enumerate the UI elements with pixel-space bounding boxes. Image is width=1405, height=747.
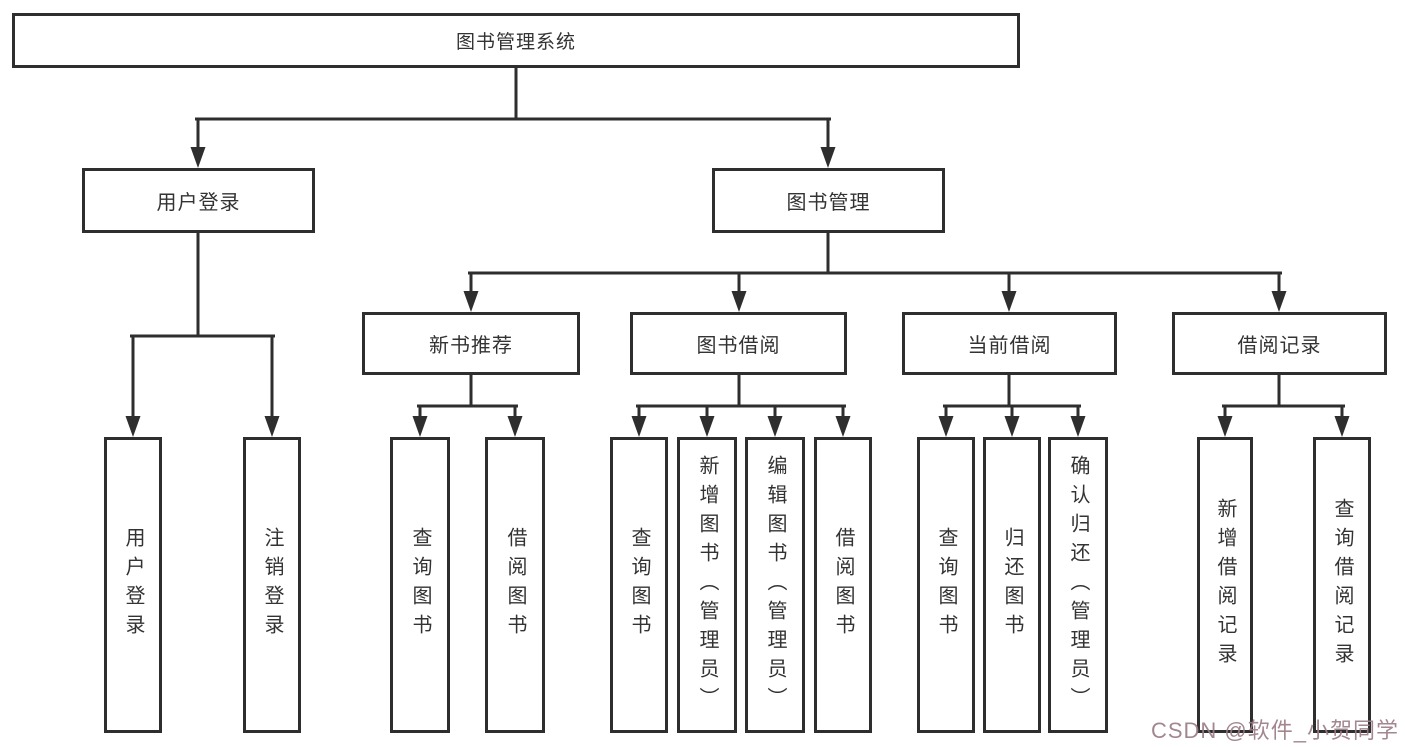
node-current-borrowing: 当前借阅 [902,312,1117,375]
leaf-return-books-label: 归还图书 [1001,527,1023,643]
leaf-user-login: 用户登录 [104,437,162,733]
node-current-borrowing-label: 当前借阅 [967,335,1052,357]
leaf-logout: 注销登录 [243,437,301,733]
csdn-watermark: CSDN @软件_小贺同学 [1150,718,1399,743]
leaf-query-books-current: 查询图书 [917,437,975,733]
leaf-return-books: 归还图书 [983,437,1041,733]
leaf-query-books-current-label: 查询图书 [935,527,957,643]
node-library-system: 图书管理系统 [12,13,1020,68]
leaf-query-books-recommend-label: 查询图书 [409,527,431,643]
node-borrowing-records: 借阅记录 [1172,312,1387,375]
leaf-edit-books-admin-label: 编辑图书（管理员） [764,454,786,716]
leaf-add-books-admin-label: 新增图书（管理员） [696,454,718,716]
leaf-query-borrow-record: 查询借阅记录 [1313,437,1371,733]
leaf-confirm-return-admin: 确认归还（管理员） [1048,437,1108,733]
leaf-borrow-books-label: 借阅图书 [832,527,854,643]
leaf-borrow-books: 借阅图书 [814,437,872,733]
node-book-management-label: 图书管理 [786,192,871,214]
node-new-book-recommend: 新书推荐 [362,312,580,375]
leaf-query-borrow-record-label: 查询借阅记录 [1331,498,1353,672]
leaf-add-borrow-record: 新增借阅记录 [1197,437,1253,733]
leaf-edit-books-admin: 编辑图书（管理员） [745,437,805,733]
leaf-logout-label: 注销登录 [261,527,283,643]
leaf-user-login-label: 用户登录 [122,527,144,643]
leaf-confirm-return-admin-label: 确认归还（管理员） [1067,454,1089,716]
node-user-login-label: 用户登录 [156,192,241,214]
node-borrowing-records-label: 借阅记录 [1237,335,1322,357]
leaf-add-borrow-record-label: 新增借阅记录 [1214,498,1236,672]
connector-trunks [130,64,1345,422]
leaf-query-books-recommend: 查询图书 [390,437,450,733]
node-library-system-label: 图书管理系统 [455,32,576,53]
leaf-add-books-admin: 新增图书（管理员） [677,437,737,733]
node-new-book-recommend-label: 新书推荐 [429,335,513,357]
leaf-query-books-borrow-label: 查询图书 [628,527,650,643]
connector-paths [130,64,1345,422]
node-book-borrowing: 图书借阅 [630,312,847,375]
leaf-borrow-books-recommend: 借阅图书 [485,437,545,733]
node-book-management: 图书管理 [712,168,945,233]
leaf-query-books-borrow: 查询图书 [610,437,668,733]
arrowheads [125,147,1350,437]
leaf-borrow-books-recommend-label: 借阅图书 [504,527,526,643]
node-book-borrowing-label: 图书借阅 [696,335,781,357]
node-user-login: 用户登录 [82,168,315,233]
